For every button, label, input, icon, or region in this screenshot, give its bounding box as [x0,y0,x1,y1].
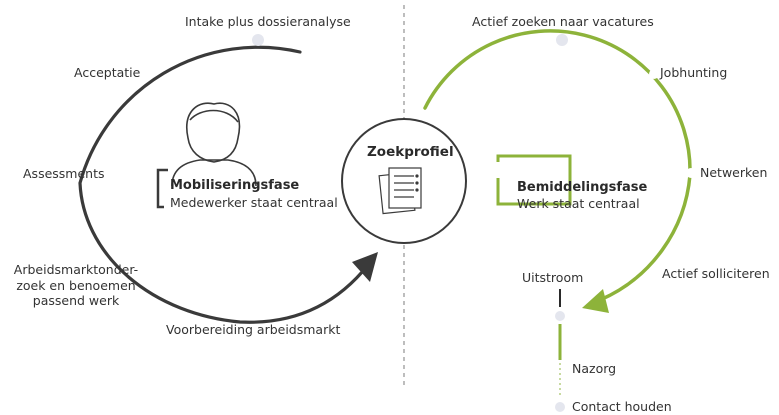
step-dot-solliciteren [648,269,658,279]
mediation-phase-title: Bemiddelingsfase [517,180,648,195]
zoekprofiel-title: Zoekprofiel [367,144,454,160]
mobilisation-arrow-head [352,252,378,282]
step-dot-contact [555,402,565,412]
step-dot-assessments [101,171,111,181]
outflow-label-nazorg: Nazorg [572,361,617,376]
step-label-solliciteren: Actief solliciteren [662,266,770,281]
mobilisation-phase-title: Mobiliseringsfase [170,178,300,193]
step-label-jobhunting: Jobhunting [660,65,728,80]
step-dot-arbeidsmarkt [140,267,150,277]
step-label-intake: Intake plus dossieranalyse [185,14,351,29]
person-icon [171,102,257,187]
mobilisation-bracket [156,168,168,209]
step-dot-vacatures [556,34,568,46]
outflow-label-uitstroom: Uitstroom [522,270,584,285]
mediation-cycle-arc [423,29,692,302]
mobilisation-cycle-arc [78,45,370,324]
step-label-acceptatie: Acceptatie [74,65,141,80]
mediation-arrow-head [582,289,609,313]
step-label-netwerken: Netwerken [700,165,768,180]
mediation-bracket [496,154,572,206]
mediation-phase-subtitle: Werk staat centraal [517,196,640,211]
step-dot-intake [252,34,264,46]
step-dot-jobhunting [649,69,659,79]
step-dot-netwerken [686,168,696,178]
step-label-assessments: Assessments [23,166,105,181]
step-dot-uitstroom [555,311,565,321]
step-label-vacatures: Actief zoeken naar vacatures [472,14,654,29]
step-label-voorbereiding: Voorbereiding arbeidsmarkt [166,322,341,337]
step-dot-acceptatie [137,67,149,79]
mobilisation-phase-subtitle: Medewerker staat centraal [170,195,338,210]
documents-icon [378,167,422,215]
outflow-label-contact: Contact houden [572,399,672,414]
